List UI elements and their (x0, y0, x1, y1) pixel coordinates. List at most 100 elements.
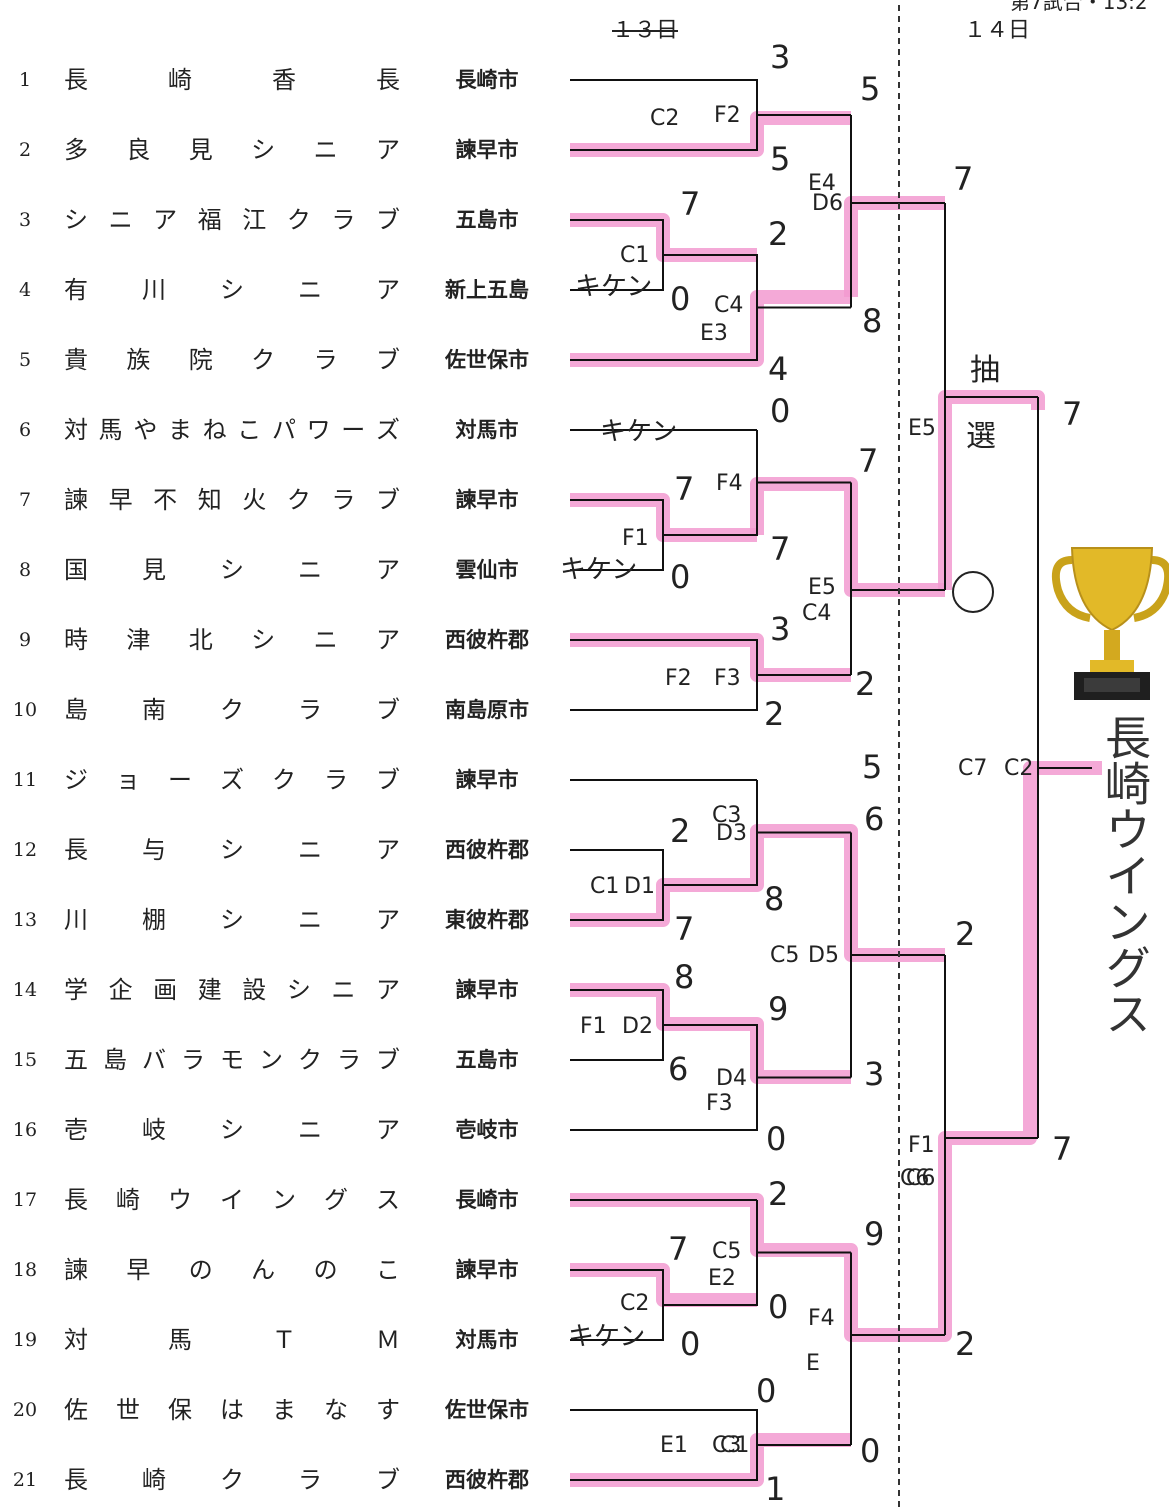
lottery-mark: 抽 (970, 353, 1000, 388)
score-label: 2 (768, 1175, 788, 1213)
team-city: 諫早市 (455, 138, 519, 162)
team-city: 長崎市 (455, 68, 519, 92)
match-code: F3 (714, 666, 741, 691)
team-city: 五島市 (455, 208, 519, 232)
withdrawal-label: キケン (568, 1322, 645, 1352)
score-label: 8 (862, 302, 882, 340)
team-name: 佐世保はまなす (64, 1396, 400, 1424)
score-label: 3 (770, 610, 790, 648)
score-label: 7 (674, 910, 694, 948)
team-row: 20 佐世保はまなす 佐世保市 (0, 1390, 560, 1430)
team-name: 川棚シニア (64, 906, 400, 934)
match-code: F1 (580, 1014, 607, 1039)
match-code: D1 (624, 874, 655, 899)
team-name: 長与シニア (64, 836, 400, 864)
team-city: 対馬市 (455, 418, 519, 442)
score-label: 0 (766, 1120, 786, 1158)
score-label: 7 (953, 160, 973, 198)
trophy-part (1104, 630, 1120, 660)
team-number: 12 (12, 839, 38, 861)
team-city: 佐世保市 (445, 348, 529, 372)
score-label: 7 (668, 1230, 688, 1268)
match-code: C7 (958, 756, 987, 781)
team-city: 西彼杵郡 (445, 628, 529, 652)
score-label: 0 (680, 1325, 700, 1363)
match-code: D4 (716, 1066, 747, 1091)
score-label: 1 (765, 1470, 785, 1507)
match-code: C2 (1004, 756, 1033, 781)
team-city: 諫早市 (455, 768, 519, 792)
withdrawal-label: キケン (575, 272, 652, 302)
match-code: C2 (620, 1291, 649, 1316)
team-city: 諫早市 (455, 978, 519, 1002)
match-code: C6 (906, 1166, 935, 1191)
score-label: 6 (668, 1050, 688, 1088)
match-code: C4 (802, 601, 831, 626)
team-number: 14 (12, 979, 38, 1001)
team-number: 8 (18, 559, 32, 581)
match-code: D3 (716, 821, 747, 846)
team-name: 長崎ウイングス (64, 1186, 400, 1214)
team-city: 諫早市 (455, 1258, 519, 1282)
winner-path-highlight (570, 983, 851, 1084)
score-label: 4 (768, 350, 788, 388)
match-code: C1 (590, 874, 619, 899)
team-number: 2 (18, 139, 32, 161)
match-code: D6 (812, 191, 843, 216)
match-code: D5 (808, 943, 839, 968)
team-name: シニア福江クラブ (64, 206, 400, 234)
team-name: ジョーズクラブ (64, 766, 400, 794)
team-number: 16 (12, 1119, 38, 1141)
match-code: E3 (700, 321, 728, 346)
team-number: 20 (12, 1399, 38, 1421)
team-city: 西彼杵郡 (445, 838, 529, 862)
team-city: 長崎市 (455, 1188, 519, 1212)
score-label: 7 (674, 470, 694, 508)
team-city: 新上五島 (445, 278, 529, 302)
score-label: 5 (770, 140, 790, 178)
score-label: 7 (1052, 1130, 1072, 1168)
score-label: 9 (864, 1215, 884, 1253)
team-name: 貴族院クラブ (64, 346, 400, 374)
team-name: 多良見シニア (64, 136, 400, 164)
score-label: 7 (770, 530, 790, 568)
match-code: C6 (900, 1166, 929, 1191)
team-city: 雲仙市 (455, 558, 519, 582)
match-code: E2 (708, 1266, 736, 1291)
match-code: F2 (714, 103, 741, 128)
team-city: 壱岐市 (455, 1118, 519, 1142)
team-city: 佐世保市 (445, 1398, 529, 1422)
circled-score (952, 571, 994, 613)
match-code: C1 (620, 243, 649, 268)
withdrawal-label: キケン (560, 555, 637, 585)
team-number: 5 (18, 349, 32, 371)
winner-path-highlight (570, 633, 851, 682)
score-label: 0 (670, 558, 690, 596)
match-code: F2 (665, 666, 692, 691)
score-label: 8 (674, 958, 694, 996)
score-label: 2 (955, 1325, 975, 1363)
match-code: C5 (770, 943, 799, 968)
match-code: C3 (712, 1433, 741, 1458)
score-label: 0 (768, 1288, 788, 1326)
match-code: E5 (908, 416, 936, 441)
match-code: F1 (908, 1133, 935, 1158)
trophy-icon (1051, 547, 1169, 700)
trophy-part (1070, 547, 1154, 632)
match-code: C3 (712, 803, 741, 828)
team-city: 東彼杵郡 (445, 908, 529, 932)
